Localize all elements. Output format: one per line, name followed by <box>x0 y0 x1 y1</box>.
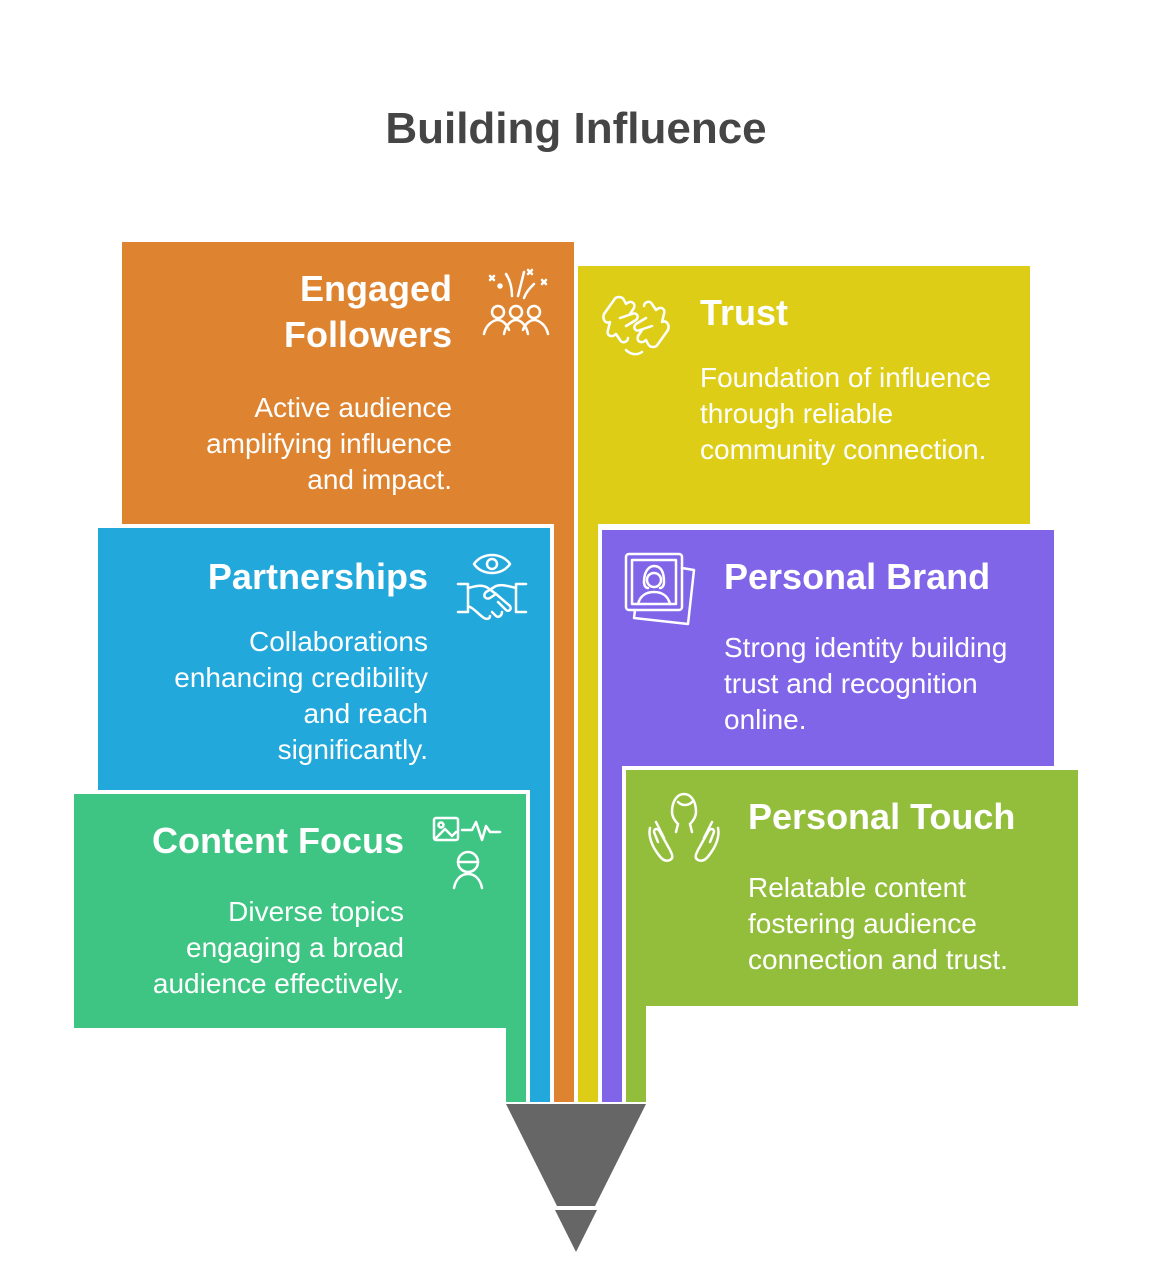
personal-brand-card <box>602 530 1054 766</box>
personal-touch-title: Personal Touch <box>748 796 1016 837</box>
engaged-followers-title-line2: Followers <box>283 314 452 355</box>
personal-brand-title: Personal Brand <box>724 556 991 597</box>
personal-touch-card <box>626 770 1078 1006</box>
diagram-title: Building Influence <box>385 104 767 153</box>
engaged-followers-card <box>122 242 574 524</box>
puzzle-handshake-icon <box>596 284 676 364</box>
personal-touch-description: Relatable content fostering audience con… <box>748 872 1008 975</box>
partnerships-description: Collaborations enhancing credibility and… <box>174 626 428 765</box>
celebrating-group-icon <box>476 262 556 342</box>
media-creator-icon <box>428 812 508 892</box>
trust-card <box>578 266 1030 524</box>
trust-title: Trust <box>700 292 789 333</box>
partnerships-card <box>98 528 550 790</box>
hands-person-icon <box>644 788 724 868</box>
funnel-upper-segment <box>506 1104 646 1206</box>
handshake-eye-icon <box>452 546 532 626</box>
trust-description: Foundation of influence through reliable… <box>700 362 992 465</box>
content-focus-title: Content Focus <box>152 820 404 861</box>
funnel-tip <box>506 1104 646 1254</box>
engaged-followers-title: Engaged Followers <box>150 266 452 358</box>
engaged-followers-title-line1: Engaged <box>299 268 452 309</box>
personal-brand-description: Strong identity building trust and recog… <box>724 632 1008 735</box>
funnel-lower-segment <box>555 1210 597 1252</box>
portrait-photo-icon <box>620 548 700 628</box>
content-focus-description: Diverse topics engaging a broad audience… <box>152 896 404 999</box>
engaged-followers-description: Active audience amplifying influence and… <box>206 392 452 495</box>
partnerships-title: Partnerships <box>207 556 428 597</box>
